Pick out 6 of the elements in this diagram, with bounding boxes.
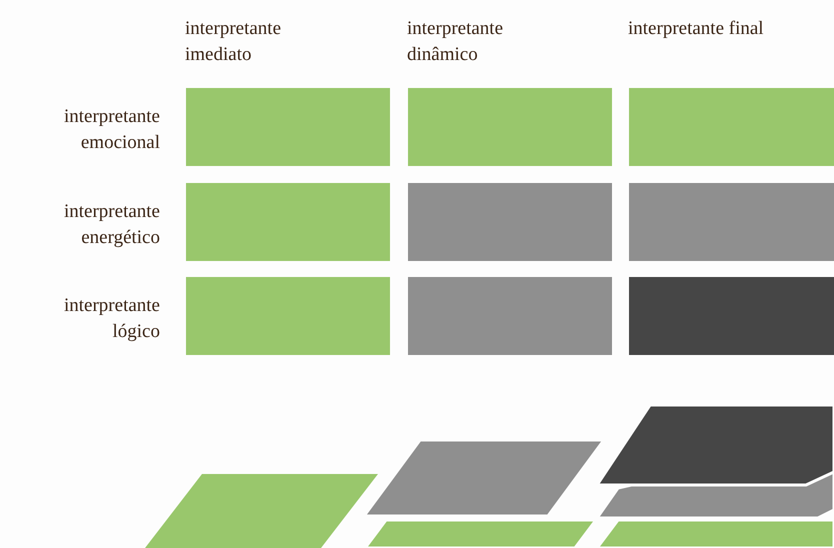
row-header: interpretante lógico xyxy=(62,294,160,344)
column-header: interpretante dinâmico xyxy=(407,17,504,67)
column-header: interpretante imediato xyxy=(185,17,282,67)
row-header: interpretante energético xyxy=(62,200,160,250)
row-header: interpretante emocional xyxy=(62,105,160,155)
column-header: interpretante final xyxy=(628,17,765,41)
